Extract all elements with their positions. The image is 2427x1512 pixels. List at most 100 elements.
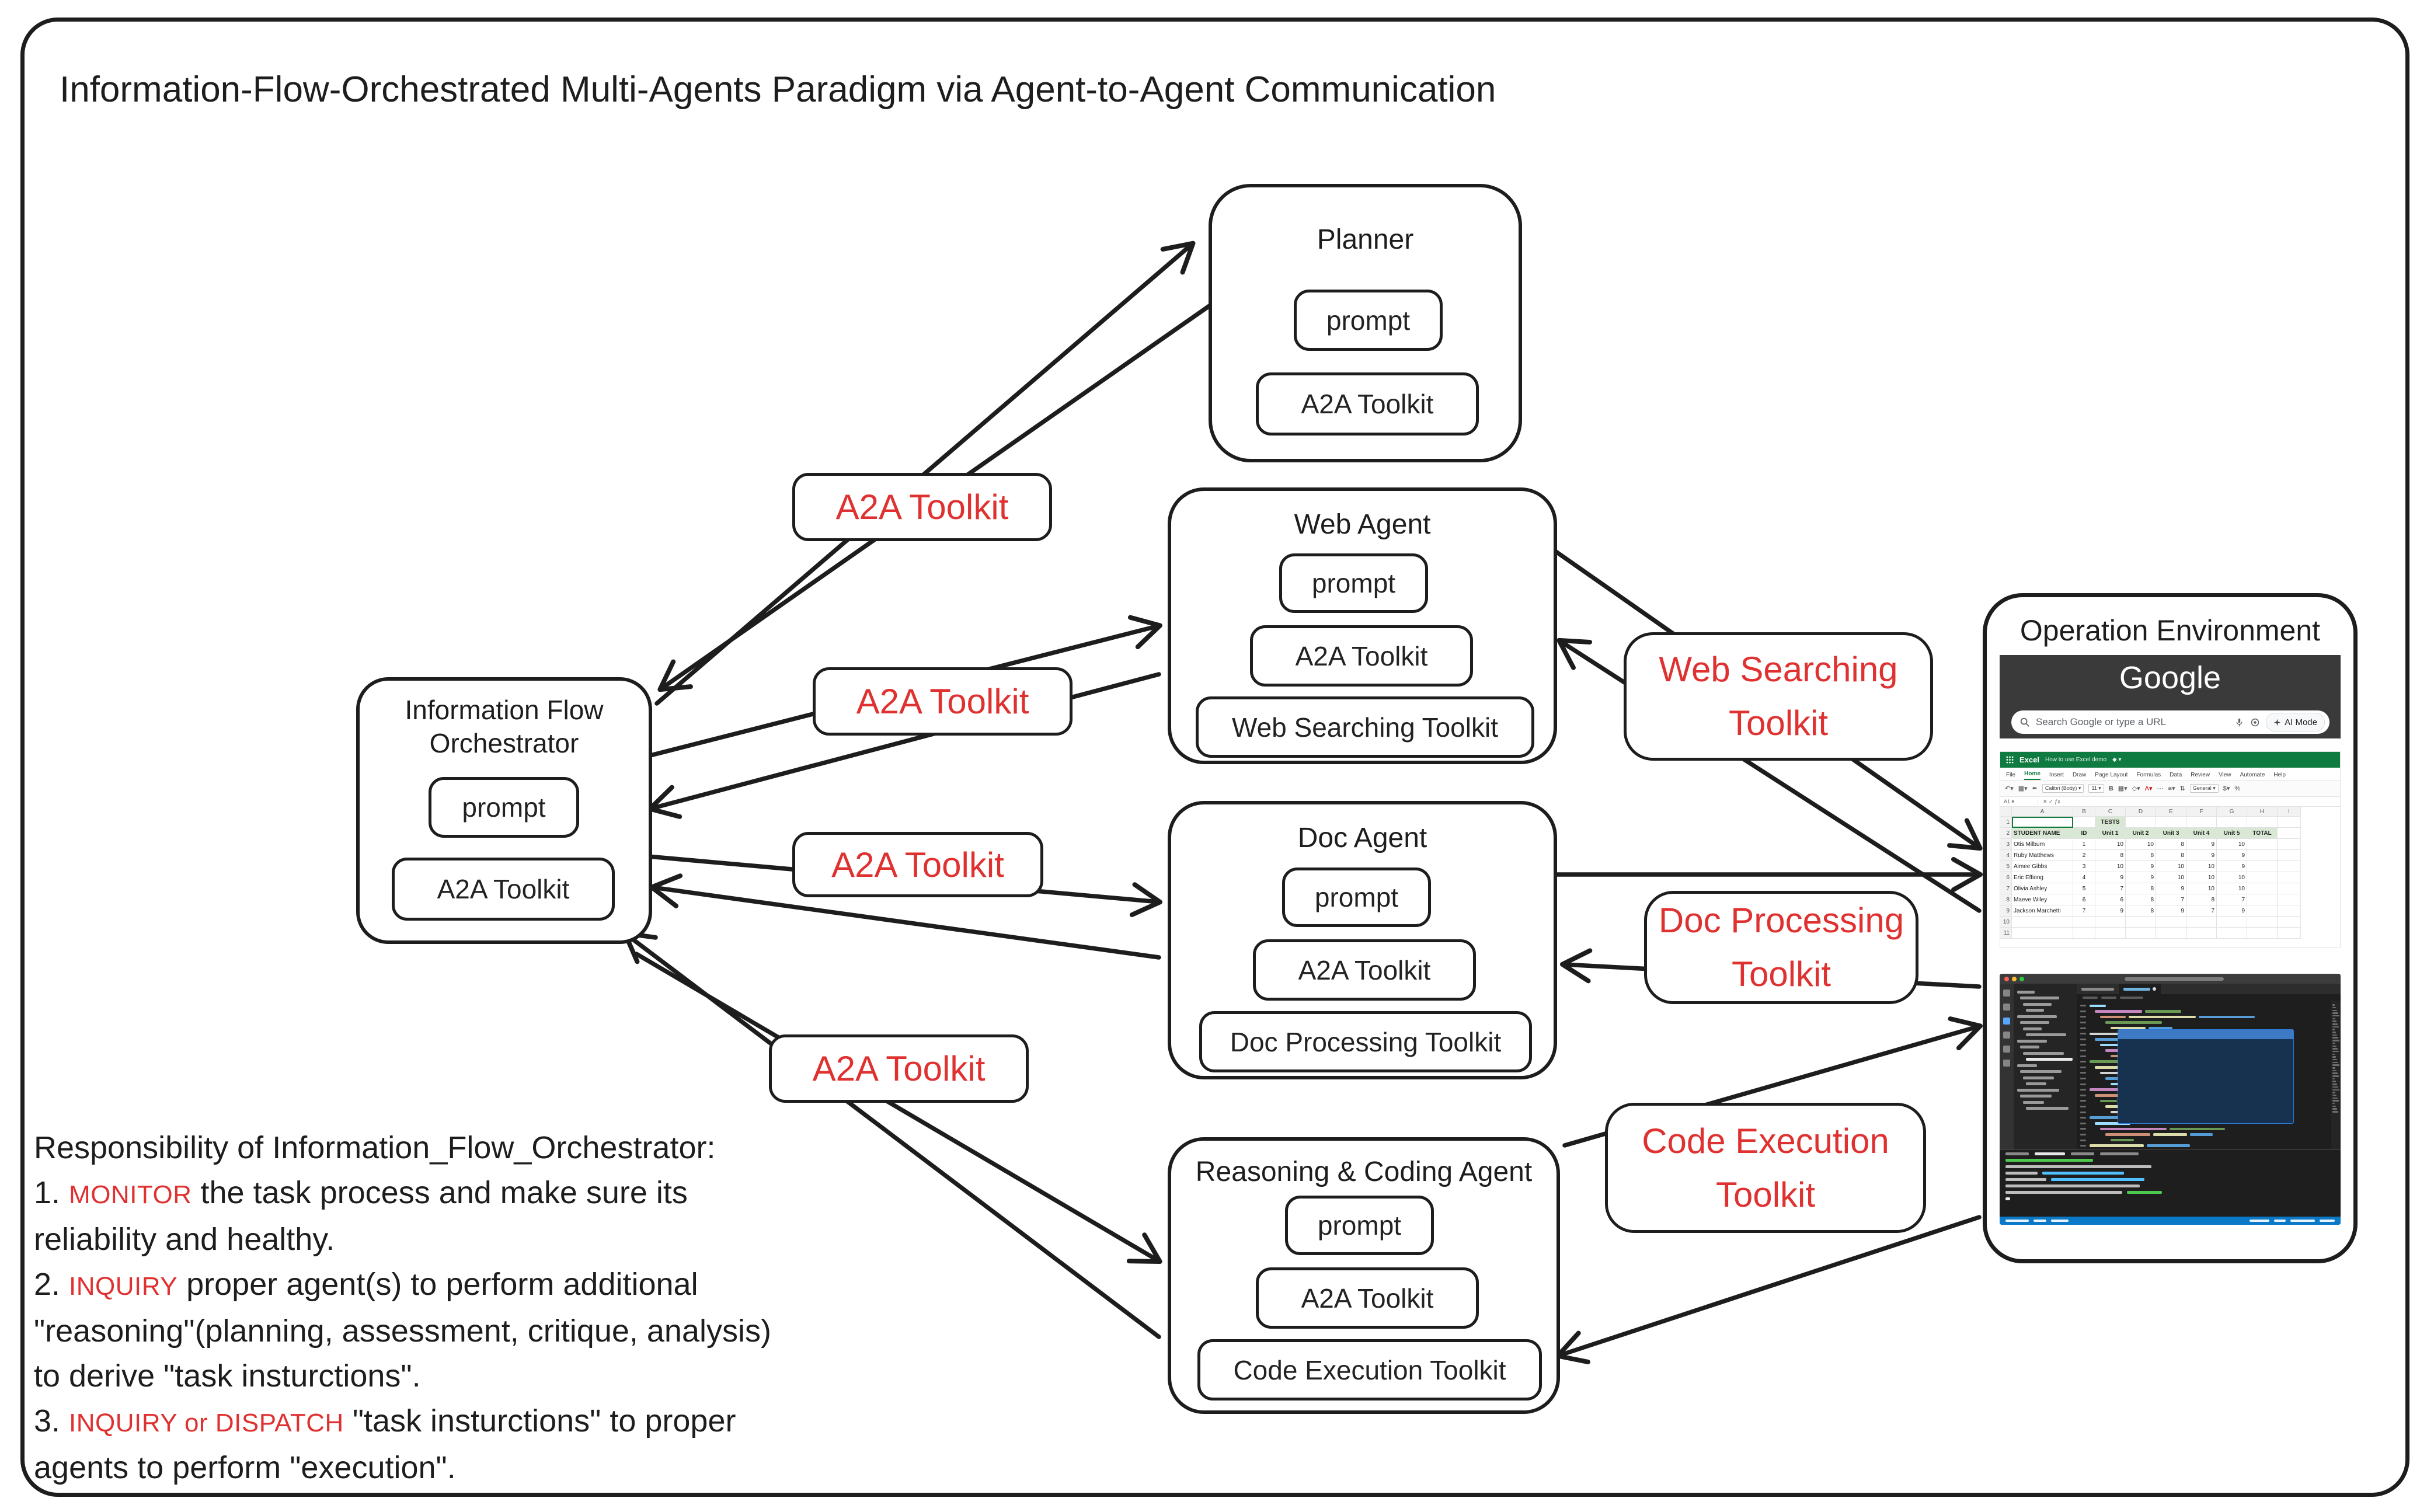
more-icon: ⋯ — [2157, 785, 2164, 792]
spreadsheet-cell — [2217, 928, 2247, 939]
zoom-window-icon — [2019, 976, 2024, 981]
spreadsheet-cell — [2278, 872, 2301, 883]
excel-app-name: Excel — [2019, 755, 2039, 764]
data-cell: 9 — [2186, 850, 2217, 861]
data-cell: 6 — [2095, 894, 2126, 905]
data-cell: 7 — [2073, 905, 2095, 917]
responsibility-line: reliability and healthy. — [34, 1222, 335, 1257]
data-cell: 9 — [2217, 861, 2247, 872]
row-number: 4 — [2000, 850, 2012, 861]
spreadsheet-cell — [2156, 928, 2186, 939]
responsibility-line: 2. INQUIRY proper agent(s) to perform ad… — [34, 1267, 698, 1302]
arrow-environment-to-reasoning-agent — [1555, 1215, 1982, 1364]
spreadsheet-cell — [2186, 817, 2217, 828]
data-cell: Jackson Marchetti — [2012, 905, 2073, 917]
data-cell: 8 — [2126, 894, 2156, 905]
bold-button: B — [2108, 785, 2113, 792]
agent-name-web: Web Agent — [1294, 509, 1431, 540]
arrow-doc-agent-to-orchestrator — [649, 873, 1161, 960]
cell-reference: A1 ▾ — [2000, 798, 2038, 805]
ribbon-tab-insert: Insert — [2049, 772, 2064, 778]
orchestrator-a2a-chip: A2A Toolkit — [392, 858, 615, 921]
data-cell: 8 — [2126, 905, 2156, 917]
row-number: 9 — [2000, 905, 2012, 917]
ai-spark-icon — [2273, 719, 2281, 726]
microphone-icon — [2236, 718, 2243, 726]
lens-camera-icon — [2251, 718, 2259, 726]
spreadsheet-cell — [2073, 917, 2095, 928]
data-cell: 10 — [2126, 839, 2156, 850]
data-cell: 9 — [2095, 872, 2126, 883]
data-cell: 7 — [2217, 894, 2247, 905]
data-cell: 9 — [2217, 905, 2247, 917]
header-cell: TOTAL — [2247, 828, 2278, 839]
data-cell: 8 — [2126, 883, 2156, 894]
agent-box-reasoning: Reasoning & Coding Agent prompt A2A Tool… — [1168, 1137, 1560, 1414]
data-cell: Olivia Ashley — [2012, 883, 2073, 894]
spreadsheet-cell — [2095, 928, 2126, 939]
browser-screenshot: Google Search Google or type a URL AI Mo… — [2000, 655, 2341, 738]
activity-bar-icon — [2003, 990, 2010, 997]
responsibility-line: agents to perform "execution". — [34, 1450, 456, 1485]
font-name-select: Calibri (Body) ▾ — [2042, 784, 2084, 793]
editor-tab-active — [2119, 984, 2161, 994]
link-label-doc-processing-toolkit: Doc Processing Toolkit — [1644, 891, 1918, 1004]
row-number: 8 — [2000, 894, 2012, 905]
data-cell: 7 — [2095, 883, 2126, 894]
data-cell — [2247, 905, 2278, 917]
responsibility-line: "reasoning"(planning, assessment, critiq… — [34, 1314, 771, 1349]
vscode-terminal — [2000, 1149, 2341, 1217]
spreadsheet-cell — [2217, 917, 2247, 928]
spreadsheet-cell — [2278, 817, 2301, 828]
link-label-a2a-doc: A2A Toolkit — [792, 832, 1043, 897]
header-cell: Unit 1 — [2095, 828, 2126, 839]
vscode-status-bar — [2000, 1217, 2341, 1225]
spreadsheet-cell — [2156, 817, 2186, 828]
row-number: 7 — [2000, 883, 2012, 894]
data-cell: 8 — [2095, 850, 2126, 861]
vscode-tab-bar — [2077, 984, 2341, 994]
excel-doc-title: How to use Excel demo — [2045, 757, 2107, 763]
agent-name-reasoning: Reasoning & Coding Agent — [1195, 1156, 1533, 1187]
operation-environment-title: Operation Environment — [2019, 614, 2321, 647]
code-execution-toolkit-chip: Code Execution Toolkit — [1197, 1339, 1542, 1400]
spreadsheet-cell — [2278, 850, 2301, 861]
row-number: 5 — [2000, 861, 2012, 872]
header-cell: Unit 4 — [2186, 828, 2217, 839]
spreadsheet-cell — [2186, 928, 2217, 939]
data-cell: Otis Milburn — [2012, 839, 2073, 850]
data-cell: 4 — [2073, 872, 2095, 883]
data-cell: Maeve Wiley — [2012, 894, 2073, 905]
data-cell: 7 — [2186, 905, 2217, 917]
font-color-icon: A▾ — [2144, 785, 2153, 792]
undo-icon: ↶▾ — [2005, 785, 2014, 792]
spreadsheet-cell — [2247, 817, 2278, 828]
reasoning-a2a-chip: A2A Toolkit — [1256, 1267, 1479, 1329]
column-header-I: I — [2278, 807, 2301, 817]
reasoning-prompt-chip: prompt — [1285, 1196, 1434, 1255]
agent-box-doc: Doc Agent prompt A2A Toolkit Doc Process… — [1168, 801, 1557, 1079]
vscode-editor — [2077, 984, 2341, 1149]
data-cell — [2247, 894, 2278, 905]
link-label-a2a-reasoning: A2A Toolkit — [769, 1034, 1029, 1103]
ribbon-tab-data: Data — [2170, 772, 2182, 778]
data-cell: 9 — [2126, 861, 2156, 872]
vscode-screenshot — [2000, 974, 2341, 1225]
ai-mode-label: AI Mode — [2285, 717, 2317, 727]
data-cell: 5 — [2073, 883, 2095, 894]
data-cell — [2247, 839, 2278, 850]
ribbon-tab-home: Home — [2024, 771, 2041, 780]
spreadsheet-cell — [2156, 917, 2186, 928]
currency-icon: $▾ — [2223, 785, 2230, 792]
breadcrumb-bar — [2077, 994, 2341, 1001]
activity-bar-icon — [2003, 1004, 2010, 1011]
spreadsheet-cell — [2126, 928, 2156, 939]
spreadsheet-cell — [2247, 917, 2278, 928]
data-cell: 7 — [2156, 894, 2186, 905]
doc-a2a-chip: A2A Toolkit — [1253, 939, 1476, 1001]
column-header-H: H — [2247, 807, 2278, 817]
